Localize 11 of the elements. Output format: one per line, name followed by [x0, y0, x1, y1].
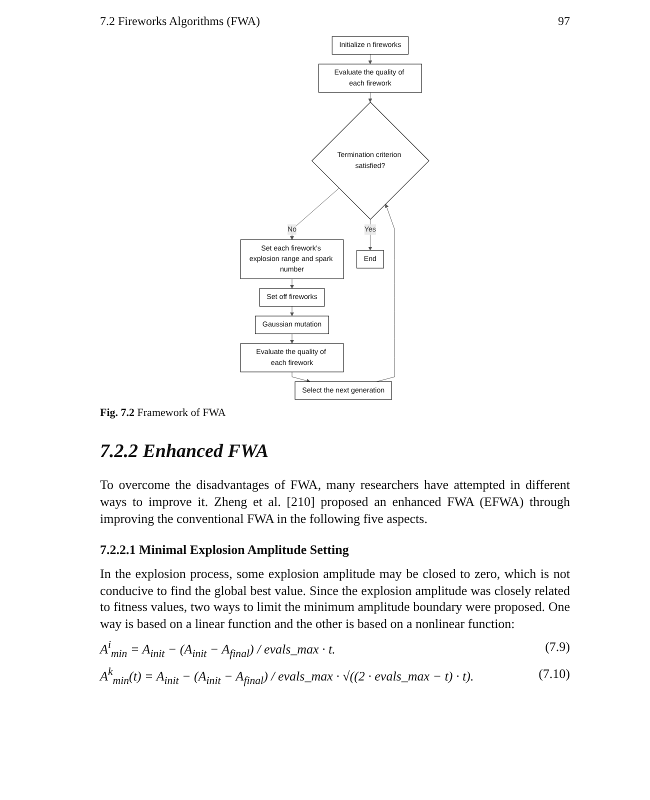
equation: A$^{k}$$_{min}$(t) = A$_{init}$ − (A$_{init}$ − A$_{final}$) / evals_max · √((2 · evals_max − t) · t).: [100, 666, 474, 688]
figure-caption: Fig. 7.2 Framework of FWA: [100, 407, 227, 419]
equation-number: (7.9): [545, 639, 570, 656]
section-heading: 7.2.2 Enhanced FWA: [100, 441, 270, 463]
paragraph: To overcome the disadvantages of FWA, many researchers have attempted in different ways to improve it. Zheng et al. [210] proposed an enhanced FWA (EFWA) through improving the conventional FWA in the following five aspects.: [100, 477, 570, 528]
subsection-heading: 7.2.2.1 Minimal Explosion Amplitude Setting: [100, 542, 350, 558]
equation-number: (7.10): [538, 666, 570, 684]
running-header: 7.2 Fireworks Algorithms (FWA): [100, 14, 260, 29]
page-number: 97: [558, 14, 570, 29]
paragraph: In the explosion process, some explosion amplitude may be closed to zero, which is not conducive to find the global best value. Since the explosion amplitude was closely related to fitness values, two ways to limit the minimum amplitude boundary were proposed. One way is based on a linear function and the other is based on a nonlinear function:: [100, 566, 570, 634]
equation: A$^{i}$$_{min}$ = A$_{init}$ − (A$_{init}$ − A$_{final}$) / evals_max · t.: [100, 639, 336, 660]
